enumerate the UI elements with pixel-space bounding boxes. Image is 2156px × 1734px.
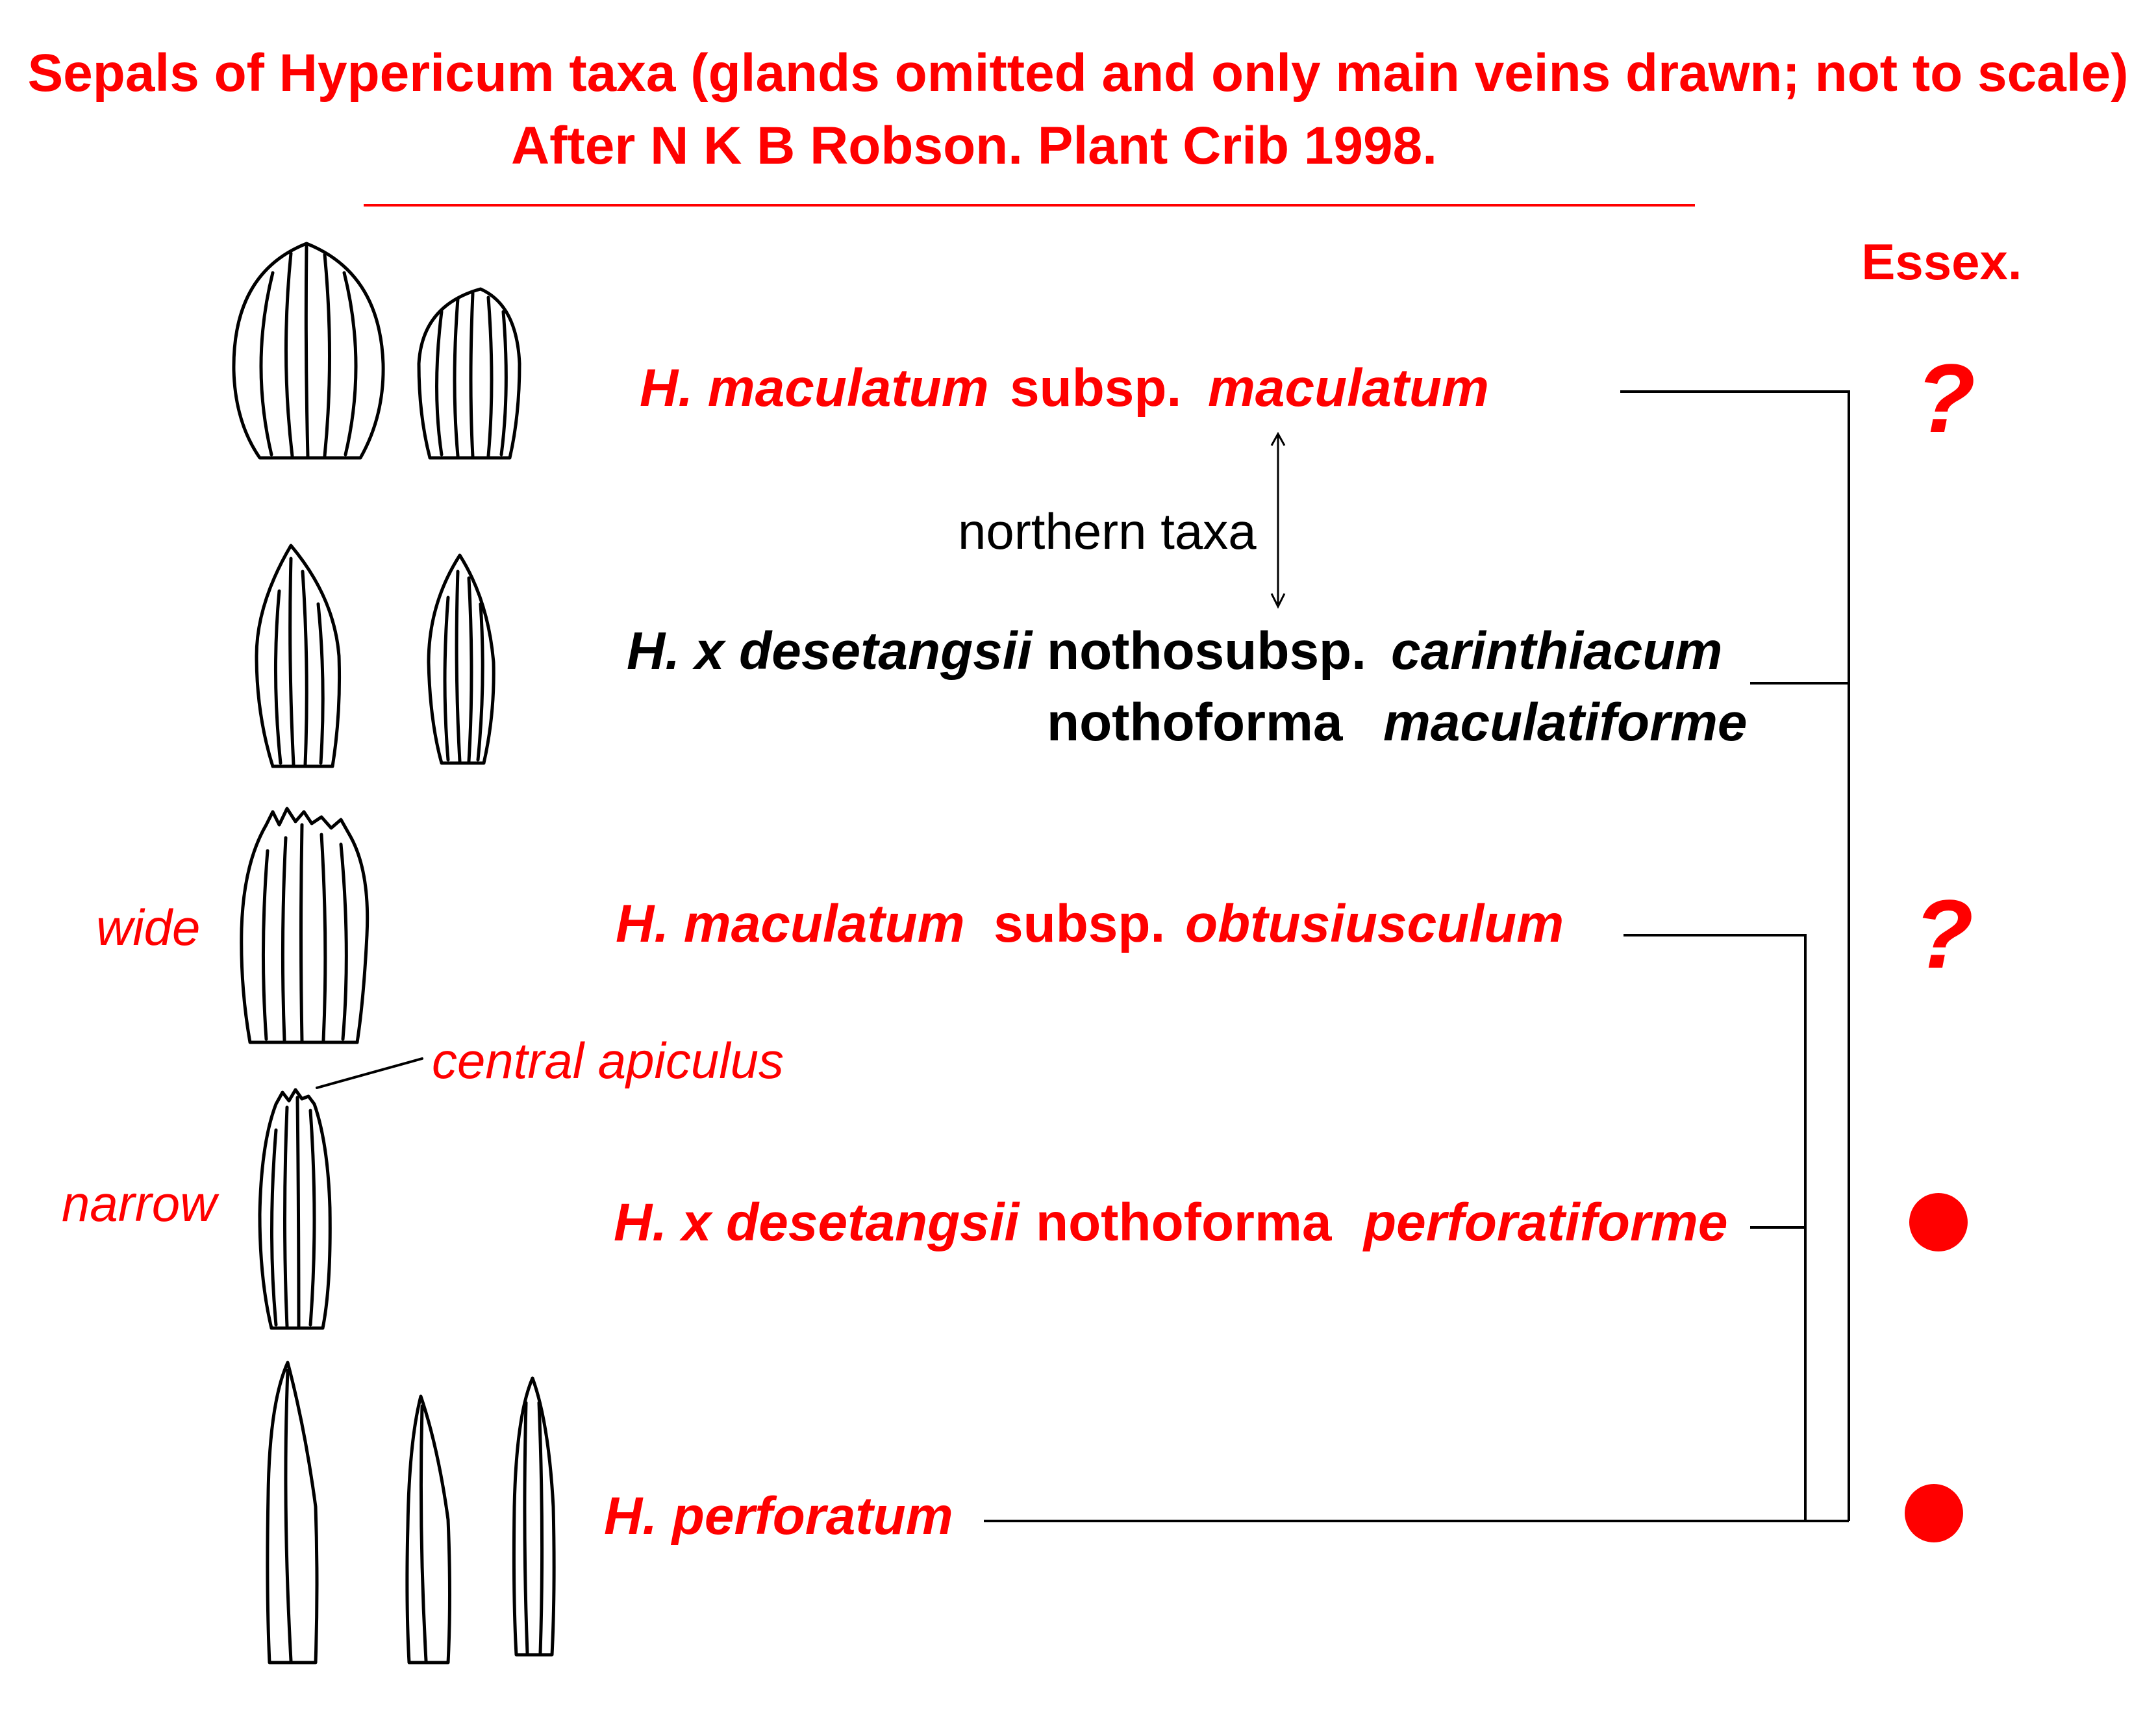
label-narrow: narrow — [62, 1175, 219, 1232]
title-line-1: Sepals of Hypericum taxa (glands omitted… — [27, 44, 2128, 103]
status-question-1: ? — [1916, 344, 1975, 453]
title-line-2: After N K B Robson. Plant Crib 1998. — [511, 116, 1437, 175]
sepal-carinthiacum-2 — [427, 553, 495, 765]
apiculus-pointer — [316, 1057, 423, 1089]
label-central-apiculus: central apiculus — [432, 1032, 784, 1089]
sepal-perforatum-2 — [405, 1394, 451, 1665]
taxon-maculatum-maculatum: H. maculatum subsp. maculatum — [640, 358, 1489, 418]
status-recorded-dot-1 — [1909, 1193, 1968, 1251]
taxon-desetangsii-perforatiforme: H. x desetangsii nothoforma perforatifor… — [614, 1193, 1727, 1252]
sepal-obtusiusculum — [240, 807, 370, 1044]
taxon-maculatum-obtusiusculum: H. maculatum subsp. obtusiusculum — [616, 894, 1564, 953]
sepal-maculatum-1 — [232, 242, 385, 460]
essex-header: Essex. — [1861, 233, 2022, 290]
status-recorded-dot-2 — [1905, 1484, 1963, 1542]
relationship-brackets — [984, 390, 1850, 1522]
northern-taxa-label: northern taxa — [958, 503, 1257, 560]
sepal-maculatum-2 — [417, 287, 521, 460]
taxon-desetangsii-carinthiacum: H. x desetangsii nothosubsp. carinthiacu… — [627, 622, 1722, 681]
sepal-drawings — [232, 242, 556, 1665]
sepal-perforatum-1 — [266, 1361, 319, 1665]
northern-taxa-arrow — [1270, 431, 1286, 609]
status-question-2: ? — [1914, 879, 1974, 988]
sepal-perforatiforme — [258, 1088, 332, 1330]
label-wide: wide — [96, 899, 200, 956]
taxon-perforatum: H. perforatum — [604, 1487, 953, 1546]
sepal-carinthiacum-1 — [255, 544, 342, 768]
taxon-desetangsii-maculatiforme: nothoforma maculatiforme — [1047, 693, 1748, 752]
sepal-perforatum-3 — [512, 1376, 556, 1657]
